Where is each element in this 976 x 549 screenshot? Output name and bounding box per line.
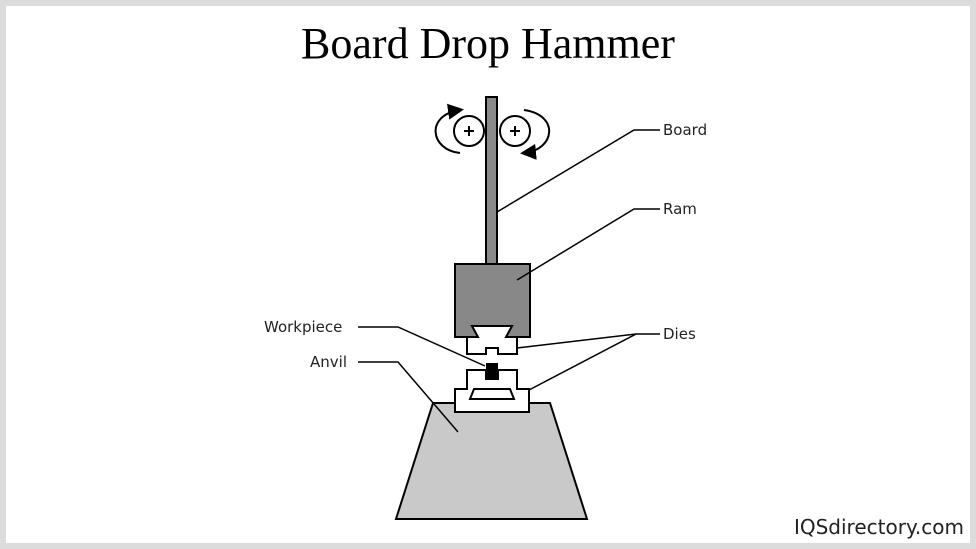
label-anvil: Anvil bbox=[310, 353, 347, 371]
label-workpiece: Workpiece bbox=[264, 318, 343, 336]
ram bbox=[454, 263, 531, 338]
rotation-arrows-icon bbox=[434, 103, 551, 160]
label-dies: Dies bbox=[663, 325, 696, 343]
brand-logo: IQSdirectory.com bbox=[793, 515, 964, 539]
workpiece bbox=[486, 363, 498, 379]
leader-lines bbox=[358, 129, 660, 433]
upper-die bbox=[466, 325, 518, 355]
label-board: Board bbox=[663, 121, 708, 139]
anvil bbox=[394, 402, 589, 520]
lower-die-dovetail bbox=[468, 388, 516, 400]
board bbox=[485, 96, 498, 266]
diagram-title: Board Drop Hammer bbox=[301, 19, 675, 68]
label-ram: Ram bbox=[663, 200, 697, 218]
